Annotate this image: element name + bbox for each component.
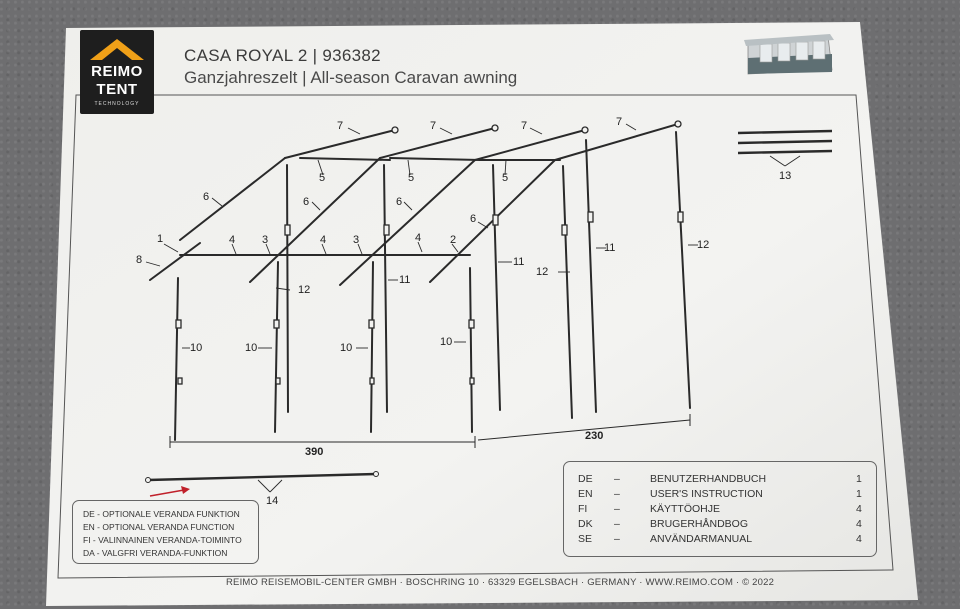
manual-number: 4 <box>856 503 862 515</box>
part-label: 12 <box>697 239 710 251</box>
part-label: 6 <box>303 196 310 208</box>
veranda-line: FI - VALINNAINEN VERANDA-TOIMINTO <box>83 535 242 545</box>
part-label: 4 <box>229 234 236 246</box>
part-13-bars <box>737 129 833 155</box>
part-label: 7 <box>616 116 623 128</box>
dimension-lines <box>169 414 691 448</box>
part-label: 6 <box>203 191 210 203</box>
veranda-line: DE - OPTIONALE VERANDA FUNKTION <box>83 509 240 519</box>
leader-lines <box>145 123 698 349</box>
lang-dash: – <box>614 503 620 515</box>
manual-name: BENUTZERHANDBUCH <box>650 473 767 485</box>
awning-preview-image <box>744 34 834 75</box>
lang-code: FI <box>578 503 588 515</box>
lang-dash: – <box>614 533 620 545</box>
part-label: 7 <box>337 120 344 132</box>
part-label: 5 <box>408 172 415 184</box>
logo-line-3: TECHNOLOGY <box>94 101 140 107</box>
part-label: 12 <box>536 266 549 278</box>
part-14-bar <box>145 471 379 493</box>
manual-number: 4 <box>856 518 862 530</box>
part-label: 14 <box>266 495 279 507</box>
frame-diagram <box>149 123 691 441</box>
manual-languages-box: DE – BENUTZERHANDBUCH 1 EN – USER'S INST… <box>563 461 877 557</box>
logo-line-2: TENT <box>96 81 138 98</box>
lang-dash: – <box>614 473 620 485</box>
red-arrow-icon <box>149 486 190 497</box>
veranda-function-box: DE - OPTIONALE VERANDA FUNKTION EN - OPT… <box>72 500 259 564</box>
manual-name: USER'S INSTRUCTION <box>650 488 763 500</box>
part-label: 10 <box>245 342 258 354</box>
paper <box>46 22 918 606</box>
product-subtitle: Ganzjahreszelt | All-season Caravan awni… <box>184 68 518 87</box>
part-label: 2 <box>450 234 457 246</box>
part-label: 1 <box>157 233 164 245</box>
lang-dash: – <box>614 488 620 500</box>
part-label: 10 <box>340 342 353 354</box>
lang-code: EN <box>578 488 593 500</box>
manual-number: 1 <box>856 473 862 485</box>
part-13-leader <box>769 155 801 167</box>
part-label: 3 <box>262 234 269 246</box>
logo-line-1: REIMO <box>91 63 143 80</box>
manual-number: 1 <box>856 488 862 500</box>
manual-name: BRUGERHÅNDBOG <box>650 518 749 530</box>
veranda-line: DA - VALGFRI VERANDA-FUNKTION <box>83 548 228 558</box>
part-label: 7 <box>521 120 528 132</box>
product-title: CASA ROYAL 2 | 936382 <box>184 46 381 65</box>
lang-code: SE <box>578 533 593 545</box>
part-label: 5 <box>502 172 509 184</box>
manual-number: 4 <box>856 533 862 545</box>
part-label: 10 <box>190 342 203 354</box>
lang-code: DE <box>578 473 593 485</box>
part-label: 6 <box>396 196 403 208</box>
part-label: 12 <box>298 284 311 296</box>
part-label: 5 <box>319 172 326 184</box>
veranda-line: EN - OPTIONAL VERANDA FUNCTION <box>83 522 235 532</box>
manual-name: KÄYTTÖOHJE <box>650 503 721 515</box>
part-label: 11 <box>399 274 411 286</box>
tent-logo-icon <box>90 39 144 60</box>
part-label: 4 <box>415 232 422 244</box>
part-label: 3 <box>353 234 360 246</box>
part-label: 11 <box>604 242 616 254</box>
manual-name: ANVÄNDARMANUAL <box>650 533 753 545</box>
dimension-depth: 230 <box>585 430 604 442</box>
part-label: 10 <box>440 336 453 348</box>
part-label: 7 <box>430 120 437 132</box>
joint-markers <box>175 120 684 385</box>
lang-code: DK <box>578 518 593 530</box>
reimo-tent-logo: REIMO TENT TECHNOLOGY <box>80 30 154 114</box>
drawing-frame <box>57 94 894 579</box>
part-label: 6 <box>470 213 477 225</box>
lang-dash: – <box>614 518 620 530</box>
part-label: 8 <box>136 254 143 266</box>
dimension-width: 390 <box>305 446 324 458</box>
part-label: 11 <box>513 256 525 268</box>
part-label: 4 <box>320 234 327 246</box>
part-label: 13 <box>779 170 792 182</box>
company-footer: REIMO REISEMOBIL-CENTER GMBH · BOSCHRING… <box>226 577 775 588</box>
